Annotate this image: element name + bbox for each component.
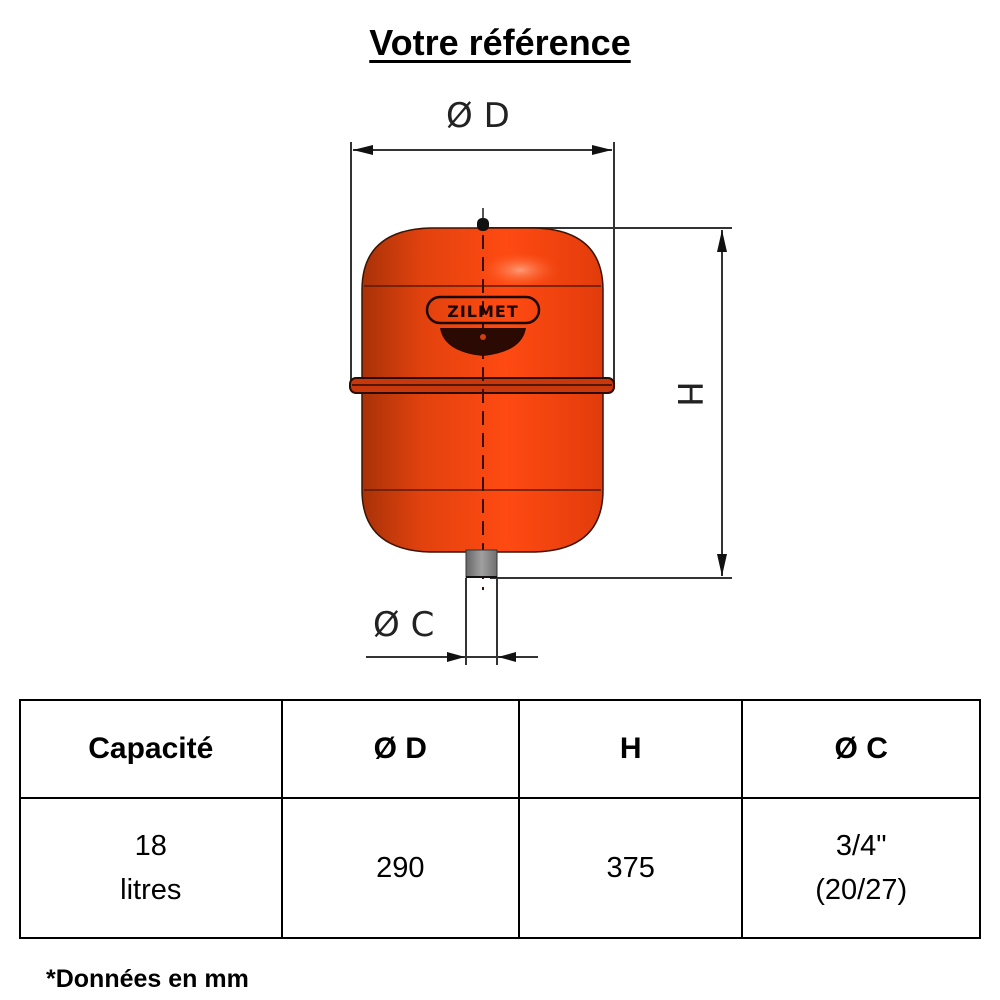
dimension-h <box>488 227 732 579</box>
svg-text:ZILMET: ZILMET <box>447 302 519 321</box>
table-row: 18 litres 290 375 3/4" (20/27) <box>19 797 981 939</box>
cell-diameter-c: 3/4" (20/27) <box>741 797 981 939</box>
dimension-c <box>366 578 538 665</box>
table-header-row: Capacité Ø D H Ø C <box>19 699 981 799</box>
header-capacity: Capacité <box>19 699 283 799</box>
header-diameter-c: Ø C <box>741 699 981 799</box>
label-diameter-d: Ø D <box>446 96 510 136</box>
label-diameter-c: Ø C <box>373 605 435 645</box>
threaded-fitting <box>465 549 498 578</box>
expansion-vessel-diagram: ZILMET <box>349 142 732 665</box>
cell-capacity: 18 litres <box>19 797 283 939</box>
zilmet-logo: ZILMET <box>425 295 541 356</box>
spec-table: Capacité Ø D H Ø C 18 litres 290 375 3/4… <box>19 699 981 939</box>
tank-body <box>349 208 615 590</box>
cell-diameter-d: 290 <box>280 797 520 939</box>
units-note: *Données en mm <box>46 965 249 993</box>
label-height-h: H <box>668 381 709 407</box>
dimension-d <box>350 142 615 390</box>
cell-height-h: 375 <box>517 797 744 939</box>
header-height-h: H <box>517 699 744 799</box>
header-diameter-d: Ø D <box>280 699 520 799</box>
page-title: Votre référence <box>369 22 631 63</box>
